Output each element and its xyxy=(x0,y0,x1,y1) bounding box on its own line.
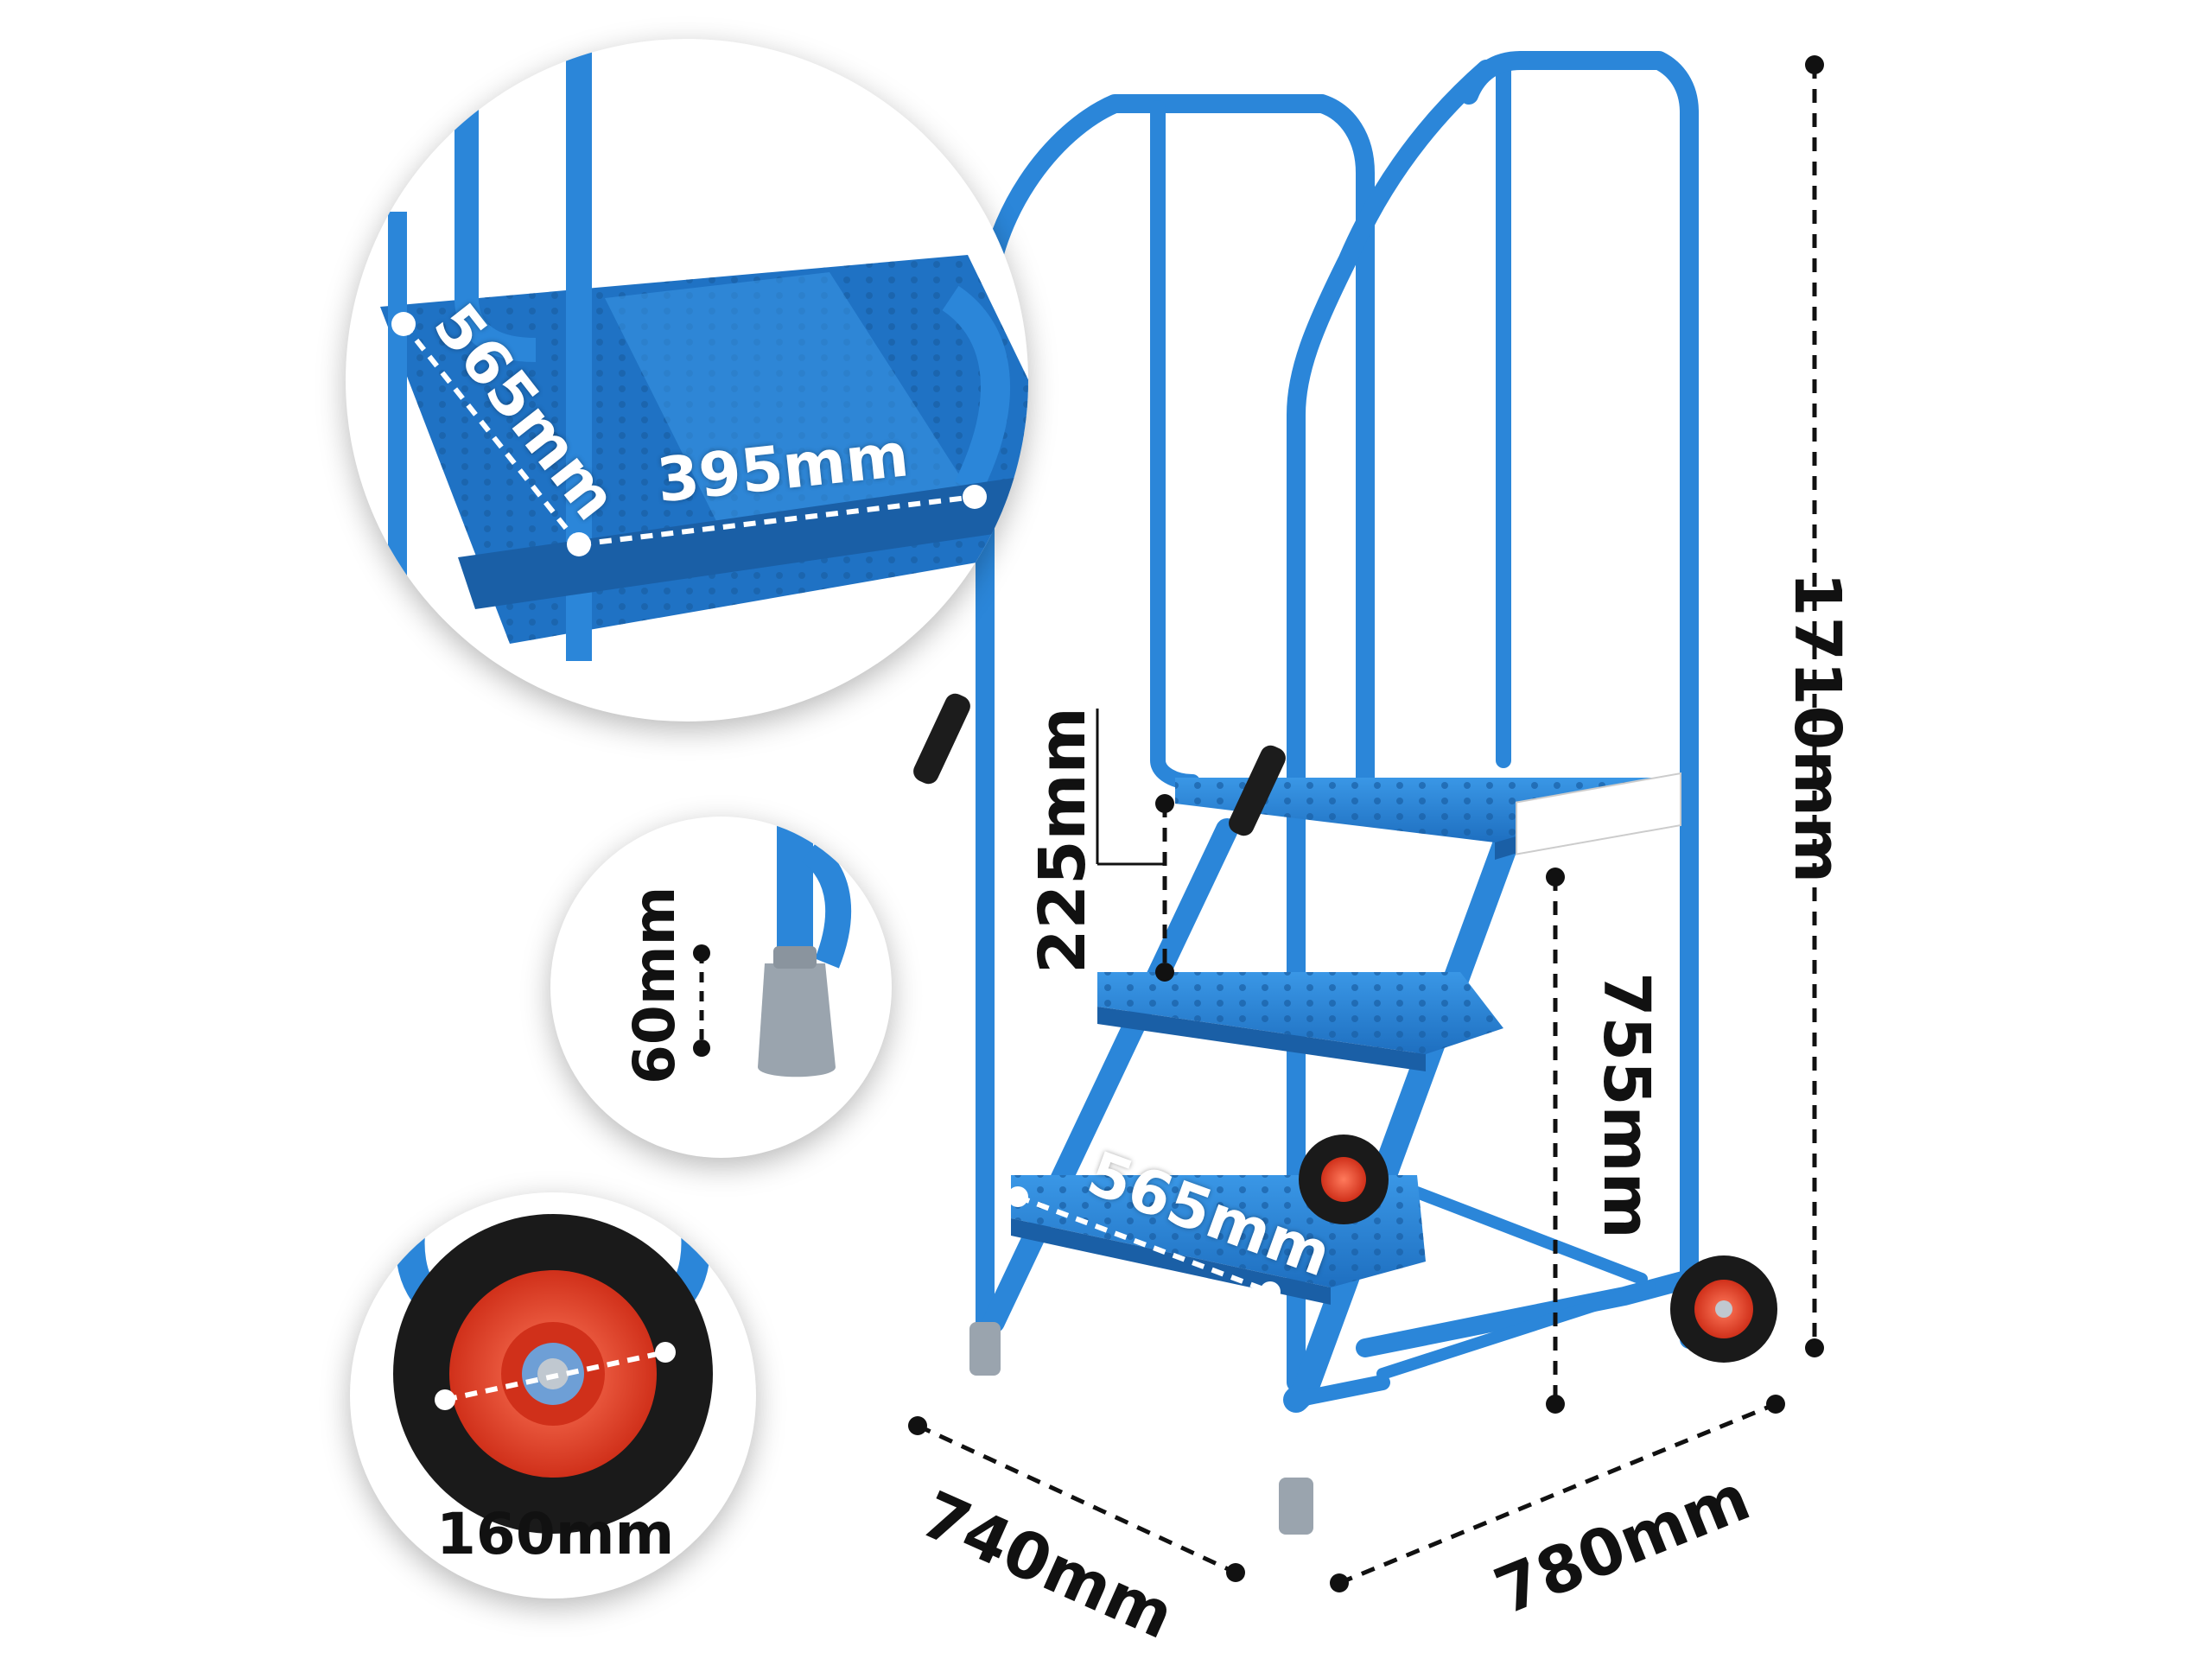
foot-height-label: 60mm xyxy=(621,886,688,1084)
overall-height-label: 1710mm xyxy=(1780,572,1854,884)
handrail-grip xyxy=(913,693,1286,836)
platform-height-label: 755mm xyxy=(1589,972,1663,1239)
tread-closeup xyxy=(380,39,1028,721)
tread-detail-bubble xyxy=(346,39,1028,721)
dimension-tick xyxy=(1096,709,1165,866)
foot-closeup xyxy=(693,817,852,1077)
rear-wheel-far xyxy=(1299,1135,1389,1224)
rear-wheel xyxy=(1670,1255,1777,1363)
top-platform xyxy=(1175,772,1681,860)
foot-detail-bubble xyxy=(550,817,892,1158)
middle-step xyxy=(1097,972,1503,1071)
rubber-foot xyxy=(969,1322,1313,1535)
wheel-diameter-label: 160mm xyxy=(436,1501,675,1567)
wheel-detail-bubble xyxy=(350,1192,756,1599)
ladder-frame xyxy=(976,51,1699,1413)
step-rise-label: 225mm xyxy=(1026,707,1100,974)
tread-width-line xyxy=(1007,1186,1281,1302)
